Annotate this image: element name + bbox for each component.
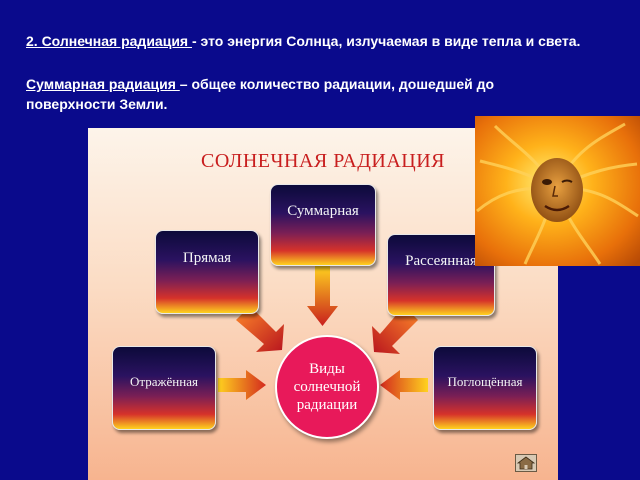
arrow-scattered-to-center — [372, 306, 418, 354]
box-reflected-label: Отражённая — [130, 374, 198, 389]
box-direct-label: Прямая — [182, 249, 232, 266]
box-absorbed-label: Поглощённая — [447, 374, 523, 389]
definition-text-2: – общее количество радиации, дошедшей до — [179, 76, 495, 92]
arrow-direct-to-center — [236, 306, 284, 352]
arrow-reflected-to-center — [218, 370, 266, 400]
definition-solar-radiation: 2. Солнечная радиация - это энергия Солн… — [26, 33, 580, 49]
center-circle: Виды солнечной радиации — [275, 335, 379, 439]
box-reflected-radiation: Отражённая — [112, 346, 216, 430]
definition-text-3: поверхности Земли. — [26, 96, 168, 112]
diagram-title: СОЛНЕЧНАЯ РАДИАЦИЯ — [201, 150, 445, 172]
term-total-radiation: Суммарная радиация — [26, 76, 180, 92]
diagram-arrows — [218, 266, 428, 400]
sun-face-icon — [475, 116, 640, 266]
home-button[interactable] — [515, 454, 537, 472]
arrow-absorbed-to-center — [380, 370, 428, 400]
home-icon — [516, 456, 536, 470]
box-scattered-label: Рассеянная — [405, 252, 477, 269]
box-total-radiation: Суммарная — [270, 184, 376, 266]
definition-text-1: - это энергия Солнца, излучаемая в виде … — [191, 33, 581, 49]
definition-total-radiation: Суммарная радиация – общее количество ра… — [26, 76, 494, 92]
box-total-label: Суммарная — [287, 202, 359, 219]
term-solar-radiation: 2. Солнечная радиация — [26, 33, 192, 49]
sun-face-image — [475, 116, 640, 266]
box-absorbed-radiation: Поглощённая — [433, 346, 537, 430]
arrow-total-to-center — [307, 266, 338, 326]
box-direct-radiation: Прямая — [155, 230, 259, 314]
